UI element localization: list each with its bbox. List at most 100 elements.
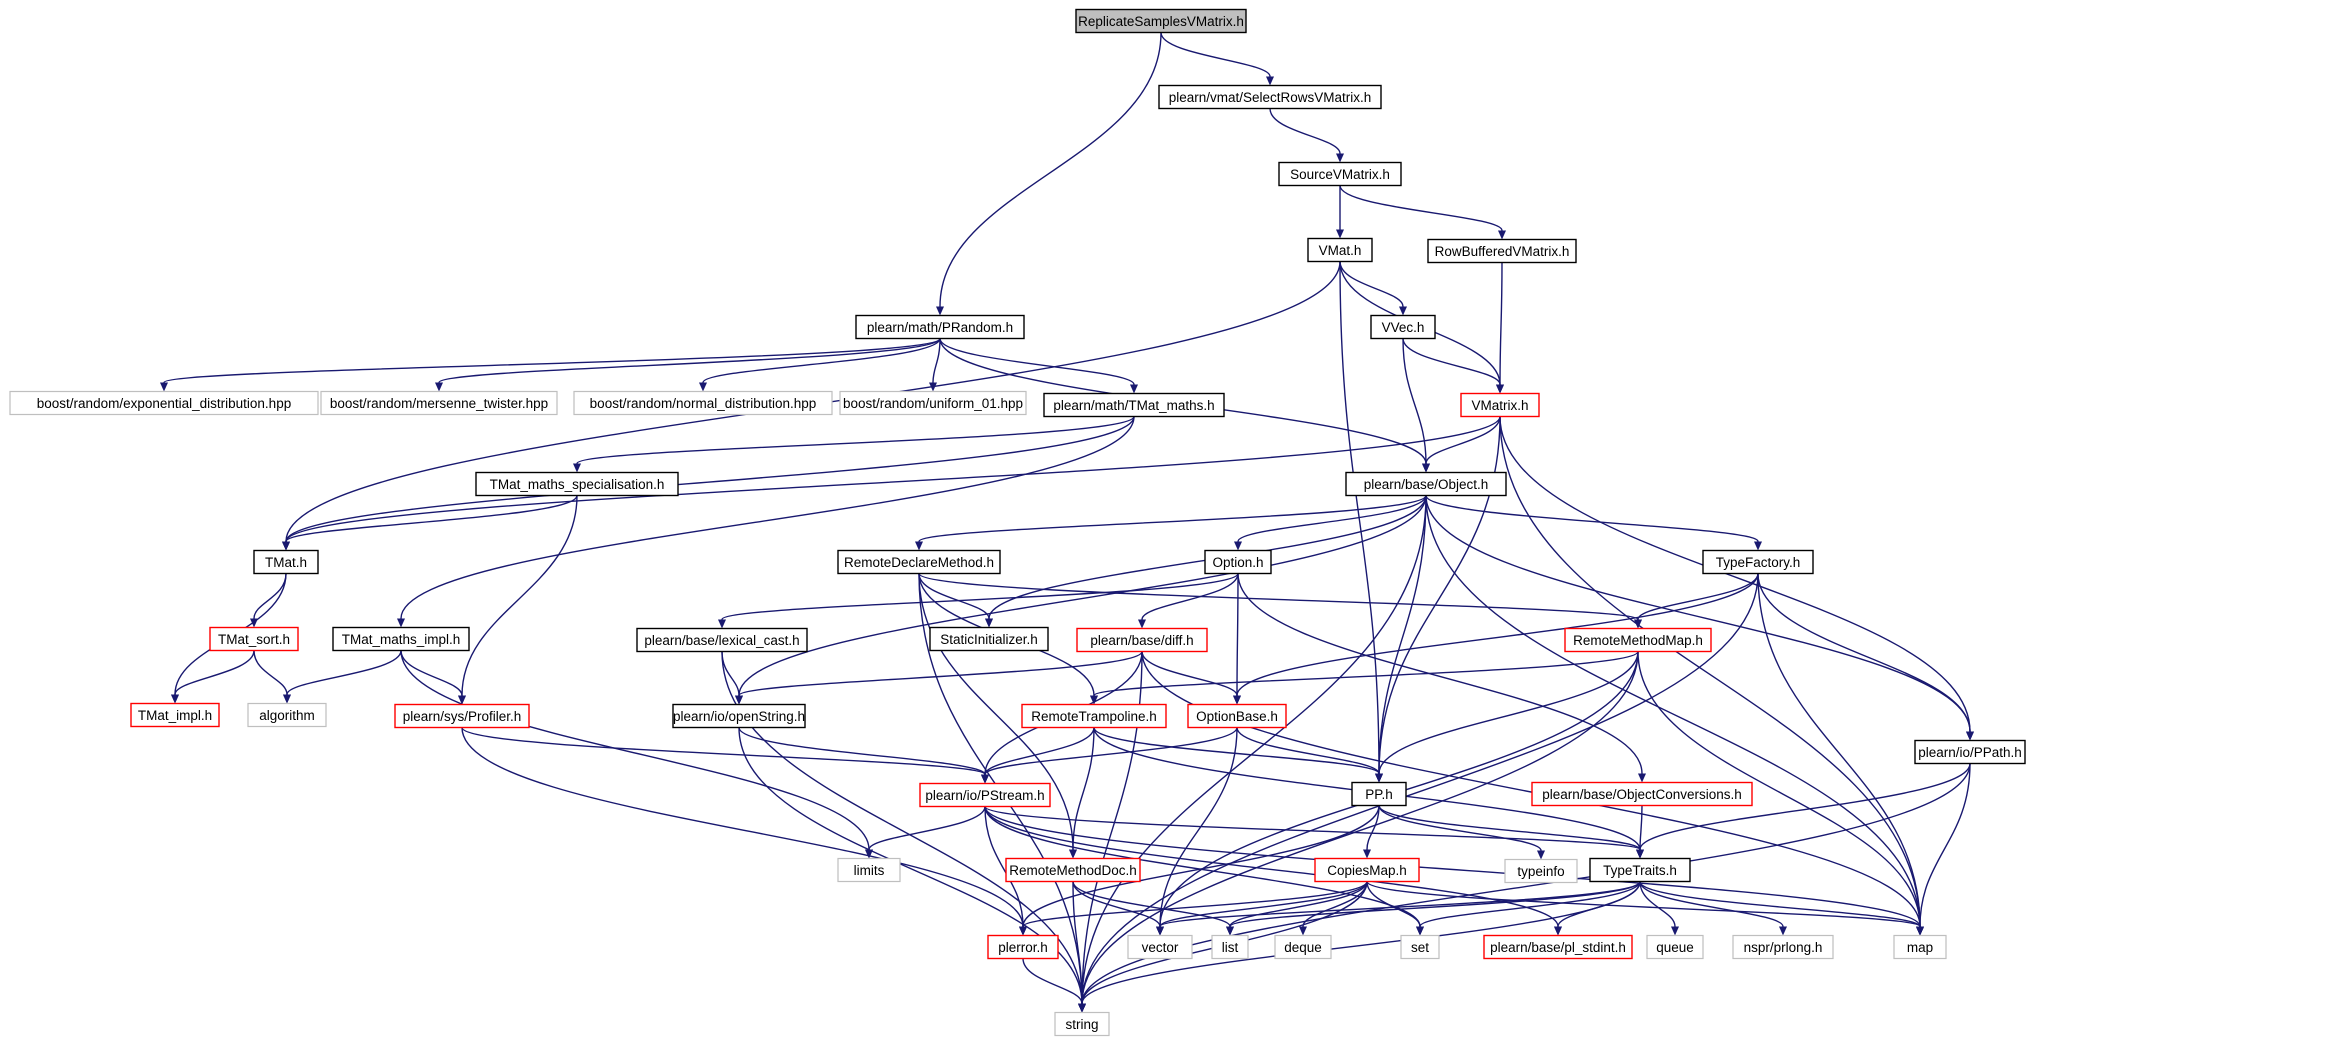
node-deque: deque [1274, 934, 1332, 960]
edge-vvec-to-object [1402, 338, 1430, 473]
edge-vmat-to-vvec [1339, 261, 1407, 316]
node-box [1914, 739, 2026, 765]
node-lexical[interactable]: plearn/base/lexical_cast.h [636, 627, 808, 653]
node-prandom[interactable]: plearn/math/PRandom.h [855, 314, 1025, 340]
node-typetraits[interactable]: TypeTraits.h [1589, 857, 1691, 883]
node-diff[interactable]: plearn/base/diff.h [1076, 627, 1208, 653]
node-tmat[interactable]: TMat.h [253, 549, 319, 575]
edge-line [461, 727, 1024, 927]
node-pp[interactable]: PP.h [1351, 781, 1407, 807]
edge-tmatsort-to-tmatimpl [171, 650, 255, 704]
edge-arrowhead [1496, 384, 1504, 394]
edge-vmat-to-pp [1339, 261, 1383, 783]
node-selrows[interactable]: plearn/vmat/SelectRowsVMatrix.h [1158, 84, 1382, 110]
edge-prandom-to-mers [435, 337, 941, 392]
edge-arrowhead [283, 694, 291, 704]
node-box [475, 471, 679, 497]
node-box [1054, 1011, 1110, 1037]
edge-line [1637, 573, 1759, 620]
node-option[interactable]: Option.h [1204, 549, 1272, 575]
node-label: TypeTraits.h [1603, 863, 1677, 878]
node-optionbase[interactable]: OptionBase.h [1187, 703, 1287, 729]
edge-arrowhead [171, 694, 179, 704]
node-box [987, 934, 1059, 960]
node-box [1564, 627, 1712, 653]
node-vvec[interactable]: VVec.h [1370, 314, 1436, 340]
edge-line [1757, 573, 1971, 732]
node-tmatmaths[interactable]: plearn/math/TMat_maths.h [1043, 392, 1225, 418]
edge-plerror-to-string [1022, 958, 1086, 1013]
node-vmat[interactable]: VMat.h [1307, 237, 1373, 263]
node-label: set [1411, 940, 1429, 955]
node-label: TMat_sort.h [218, 632, 290, 647]
edge-line [1639, 881, 1921, 928]
edge-line [1339, 185, 1503, 231]
node-source[interactable]: SourceVMatrix.h [1278, 161, 1402, 187]
node-root[interactable]: ReplicateSamplesVMatrix.h [1075, 8, 1247, 34]
node-box [332, 626, 470, 652]
node-rowbuf[interactable]: RowBufferedVMatrix.h [1427, 238, 1577, 264]
edge-profiler-to-plerror [461, 727, 1027, 936]
node-plerror[interactable]: plerror.h [987, 934, 1059, 960]
node-objconv[interactable]: plearn/base/ObjectConversions.h [1531, 781, 1753, 807]
node-plstdint[interactable]: plearn/base/pl_stdint.h [1483, 934, 1633, 960]
edge-line [1081, 495, 1427, 1004]
node-openstring[interactable]: plearn/io/openString.h [672, 703, 806, 729]
node-tmatsort[interactable]: TMat_sort.h [209, 626, 299, 652]
edge-arrowhead [1090, 695, 1098, 705]
node-label: VVec.h [1382, 320, 1425, 335]
node-remotemethoddoc[interactable]: RemoteMethodDoc.h [1005, 857, 1141, 883]
edge-root-to-selrows [1160, 32, 1274, 86]
node-tmatspec[interactable]: TMat_maths_specialisation.h [475, 471, 679, 497]
node-label: RemoteMethodDoc.h [1009, 863, 1137, 878]
node-label: RemoteMethodMap.h [1573, 633, 1703, 648]
node-label: plearn/base/ObjectConversions.h [1542, 787, 1742, 802]
node-box [672, 703, 806, 729]
node-list: list [1211, 934, 1249, 960]
node-staticinit[interactable]: StaticInitializer.h [929, 626, 1049, 652]
node-typefactory[interactable]: TypeFactory.h [1702, 549, 1814, 575]
node-box [1307, 237, 1373, 263]
edge-arrowhead [1537, 850, 1545, 860]
node-profiler[interactable]: plearn/sys/Profiler.h [394, 703, 530, 729]
edge-line [1093, 727, 1380, 775]
edge-tmatmaths-to-tmatmathsimpl [397, 416, 1135, 628]
node-box [929, 626, 1049, 652]
edge-option-to-optionbase [1233, 573, 1241, 705]
edge-line [918, 494, 1427, 543]
edge-arrowhead [1422, 463, 1430, 473]
node-object[interactable]: plearn/base/Object.h [1345, 471, 1507, 497]
node-label: plearn/vmat/SelectRowsVMatrix.h [1169, 90, 1372, 105]
node-label: boost/random/normal_distribution.hpp [590, 396, 817, 411]
node-box [1732, 934, 1834, 960]
node-label: plearn/base/lexical_cast.h [644, 633, 799, 648]
node-box [130, 702, 220, 728]
edge-line [738, 727, 1083, 1004]
node-box [839, 390, 1027, 416]
edge-line [285, 416, 1135, 542]
edge-arrowhead [1375, 773, 1383, 783]
node-remotemethodmap[interactable]: RemoteMethodMap.h [1564, 627, 1712, 653]
node-box [855, 314, 1025, 340]
node-label: OptionBase.h [1196, 709, 1278, 724]
node-copiesmap[interactable]: CopiesMap.h [1314, 857, 1420, 883]
node-ppath[interactable]: plearn/io/PPath.h [1914, 739, 2026, 765]
node-vmatrix[interactable]: VMatrix.h [1460, 392, 1540, 418]
node-tmatimpl[interactable]: TMat_impl.h [130, 702, 220, 728]
edge-line [1141, 651, 1921, 927]
edge-line [738, 650, 1143, 697]
node-box [247, 702, 327, 728]
edge-line [400, 416, 1135, 619]
edge-ppath-to-string [1078, 763, 1971, 1013]
edge-line [939, 32, 1162, 307]
node-box [209, 626, 299, 652]
node-pstream[interactable]: plearn/io/PStream.h [919, 782, 1051, 808]
node-remotetramp[interactable]: RemoteTrampoline.h [1021, 703, 1167, 729]
node-tmatmathsimpl[interactable]: TMat_maths_impl.h [332, 626, 470, 652]
node-box [253, 549, 319, 575]
edge-arrowhead [1266, 76, 1274, 86]
edge-line [1639, 881, 1784, 927]
node-remotedecl[interactable]: RemoteDeclareMethod.h [837, 549, 1001, 575]
edge-arrowhead [435, 382, 443, 392]
edge-line [1402, 338, 1427, 464]
